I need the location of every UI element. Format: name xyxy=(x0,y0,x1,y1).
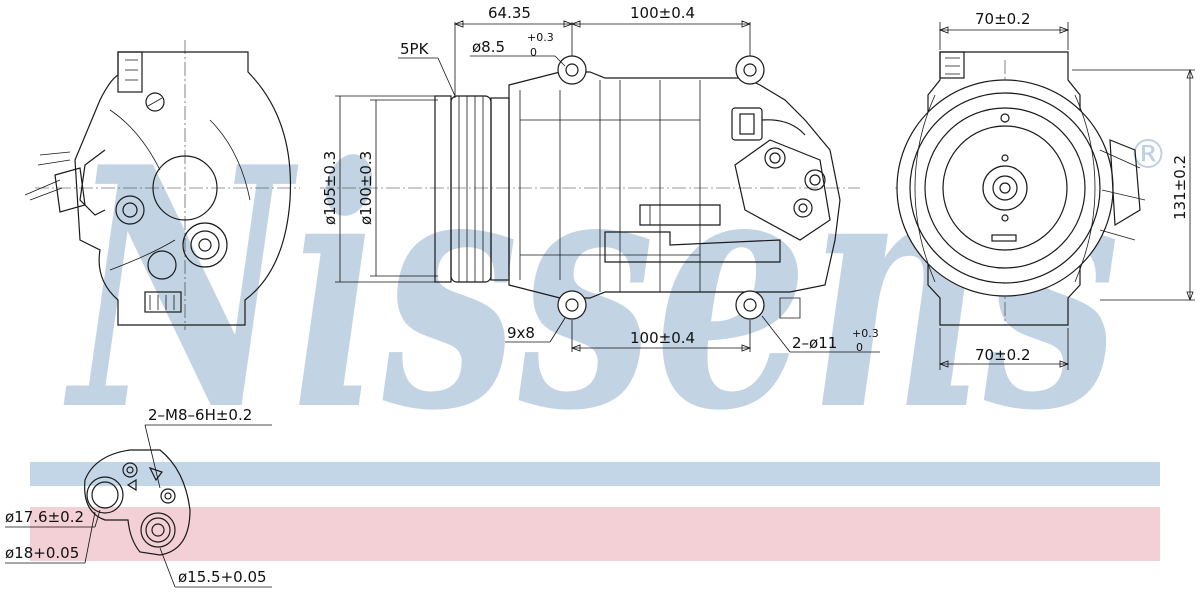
pink-band xyxy=(30,507,1160,561)
blue-band xyxy=(30,462,1160,486)
compressor-side-view xyxy=(24,40,300,330)
dim-bottom-width: 100±0.4 xyxy=(630,329,695,347)
dim-bottom-slot: 9x8 xyxy=(507,324,535,342)
dimension-lines xyxy=(5,20,1195,588)
registered-mark: ® xyxy=(1128,132,1168,178)
dim-hole-top-tol-lower: 0 xyxy=(530,46,537,59)
dim-dia-105: ø105±0.3 xyxy=(321,151,339,225)
dim-bottom-holes-tol-lower: 0 xyxy=(856,341,863,354)
compressor-front-view xyxy=(320,55,860,320)
dim-top-left: 64.35 xyxy=(488,4,531,22)
dim-hole-top-tol-upper: +0.3 xyxy=(527,31,554,44)
dim-dia-100: ø100±0.3 xyxy=(357,151,375,225)
dim-right-top: 70±0.2 xyxy=(975,10,1031,28)
dim-top-right: 100±0.4 xyxy=(630,4,695,22)
dim-port-thread: 2–M8–6H±0.2 xyxy=(148,406,252,424)
dim-pulley: 5PK xyxy=(400,40,430,58)
dim-bottom-holes-tol-upper: +0.3 xyxy=(852,327,879,340)
dim-right-height: 131±0.2 xyxy=(1171,155,1189,220)
dim-port-b: ø18+0.05 xyxy=(5,544,79,562)
dim-bottom-holes: 2–ø11 xyxy=(792,334,837,352)
compressor-end-view xyxy=(895,51,1146,326)
dim-right-bottom: 70±0.2 xyxy=(975,346,1031,364)
dim-hole-top: ø8.5 xyxy=(472,38,505,56)
dim-port-a: ø17.6±0.2 xyxy=(5,508,84,526)
dim-port-c: ø15.5+0.05 xyxy=(178,568,267,586)
